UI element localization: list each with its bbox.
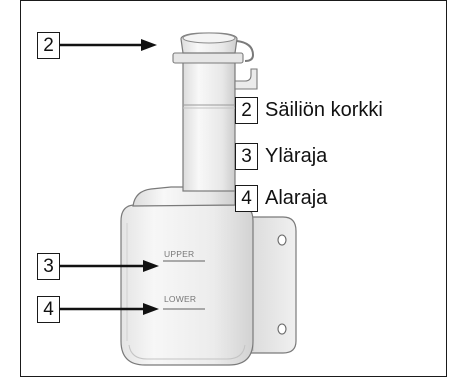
lower-level-marking: LOWER	[164, 294, 196, 304]
reservoir-tank	[120, 204, 254, 366]
coolant-reservoir-drawing: UPPER LOWER	[46, 32, 297, 366]
callout-arrow-3	[47, 260, 159, 272]
legend-number-2: 2	[235, 97, 258, 124]
mounting-bracket	[246, 216, 297, 354]
filler-neck	[182, 60, 258, 192]
level-marks	[163, 260, 205, 310]
callout-number-3: 3	[37, 253, 60, 280]
legend-label-lower-limit: Alaraja	[265, 187, 328, 209]
diagram-frame: UPPER LOWER 2 3 4 2 Säiliön korkki 3 Ylä…	[20, 0, 447, 377]
upper-level-marking: UPPER	[164, 249, 194, 259]
callout-arrow-4	[47, 303, 159, 315]
callout-arrow-2	[46, 39, 157, 51]
legend-number-4: 4	[235, 185, 258, 212]
legend-label-cap: Säiliön korkki	[265, 99, 383, 121]
callout-number-2: 2	[37, 32, 60, 59]
legend-number-3: 3	[235, 143, 258, 170]
reservoir-cap	[172, 32, 255, 64]
callout-number-4: 4	[37, 296, 60, 323]
legend-label-upper-limit: Yläraja	[265, 145, 328, 167]
